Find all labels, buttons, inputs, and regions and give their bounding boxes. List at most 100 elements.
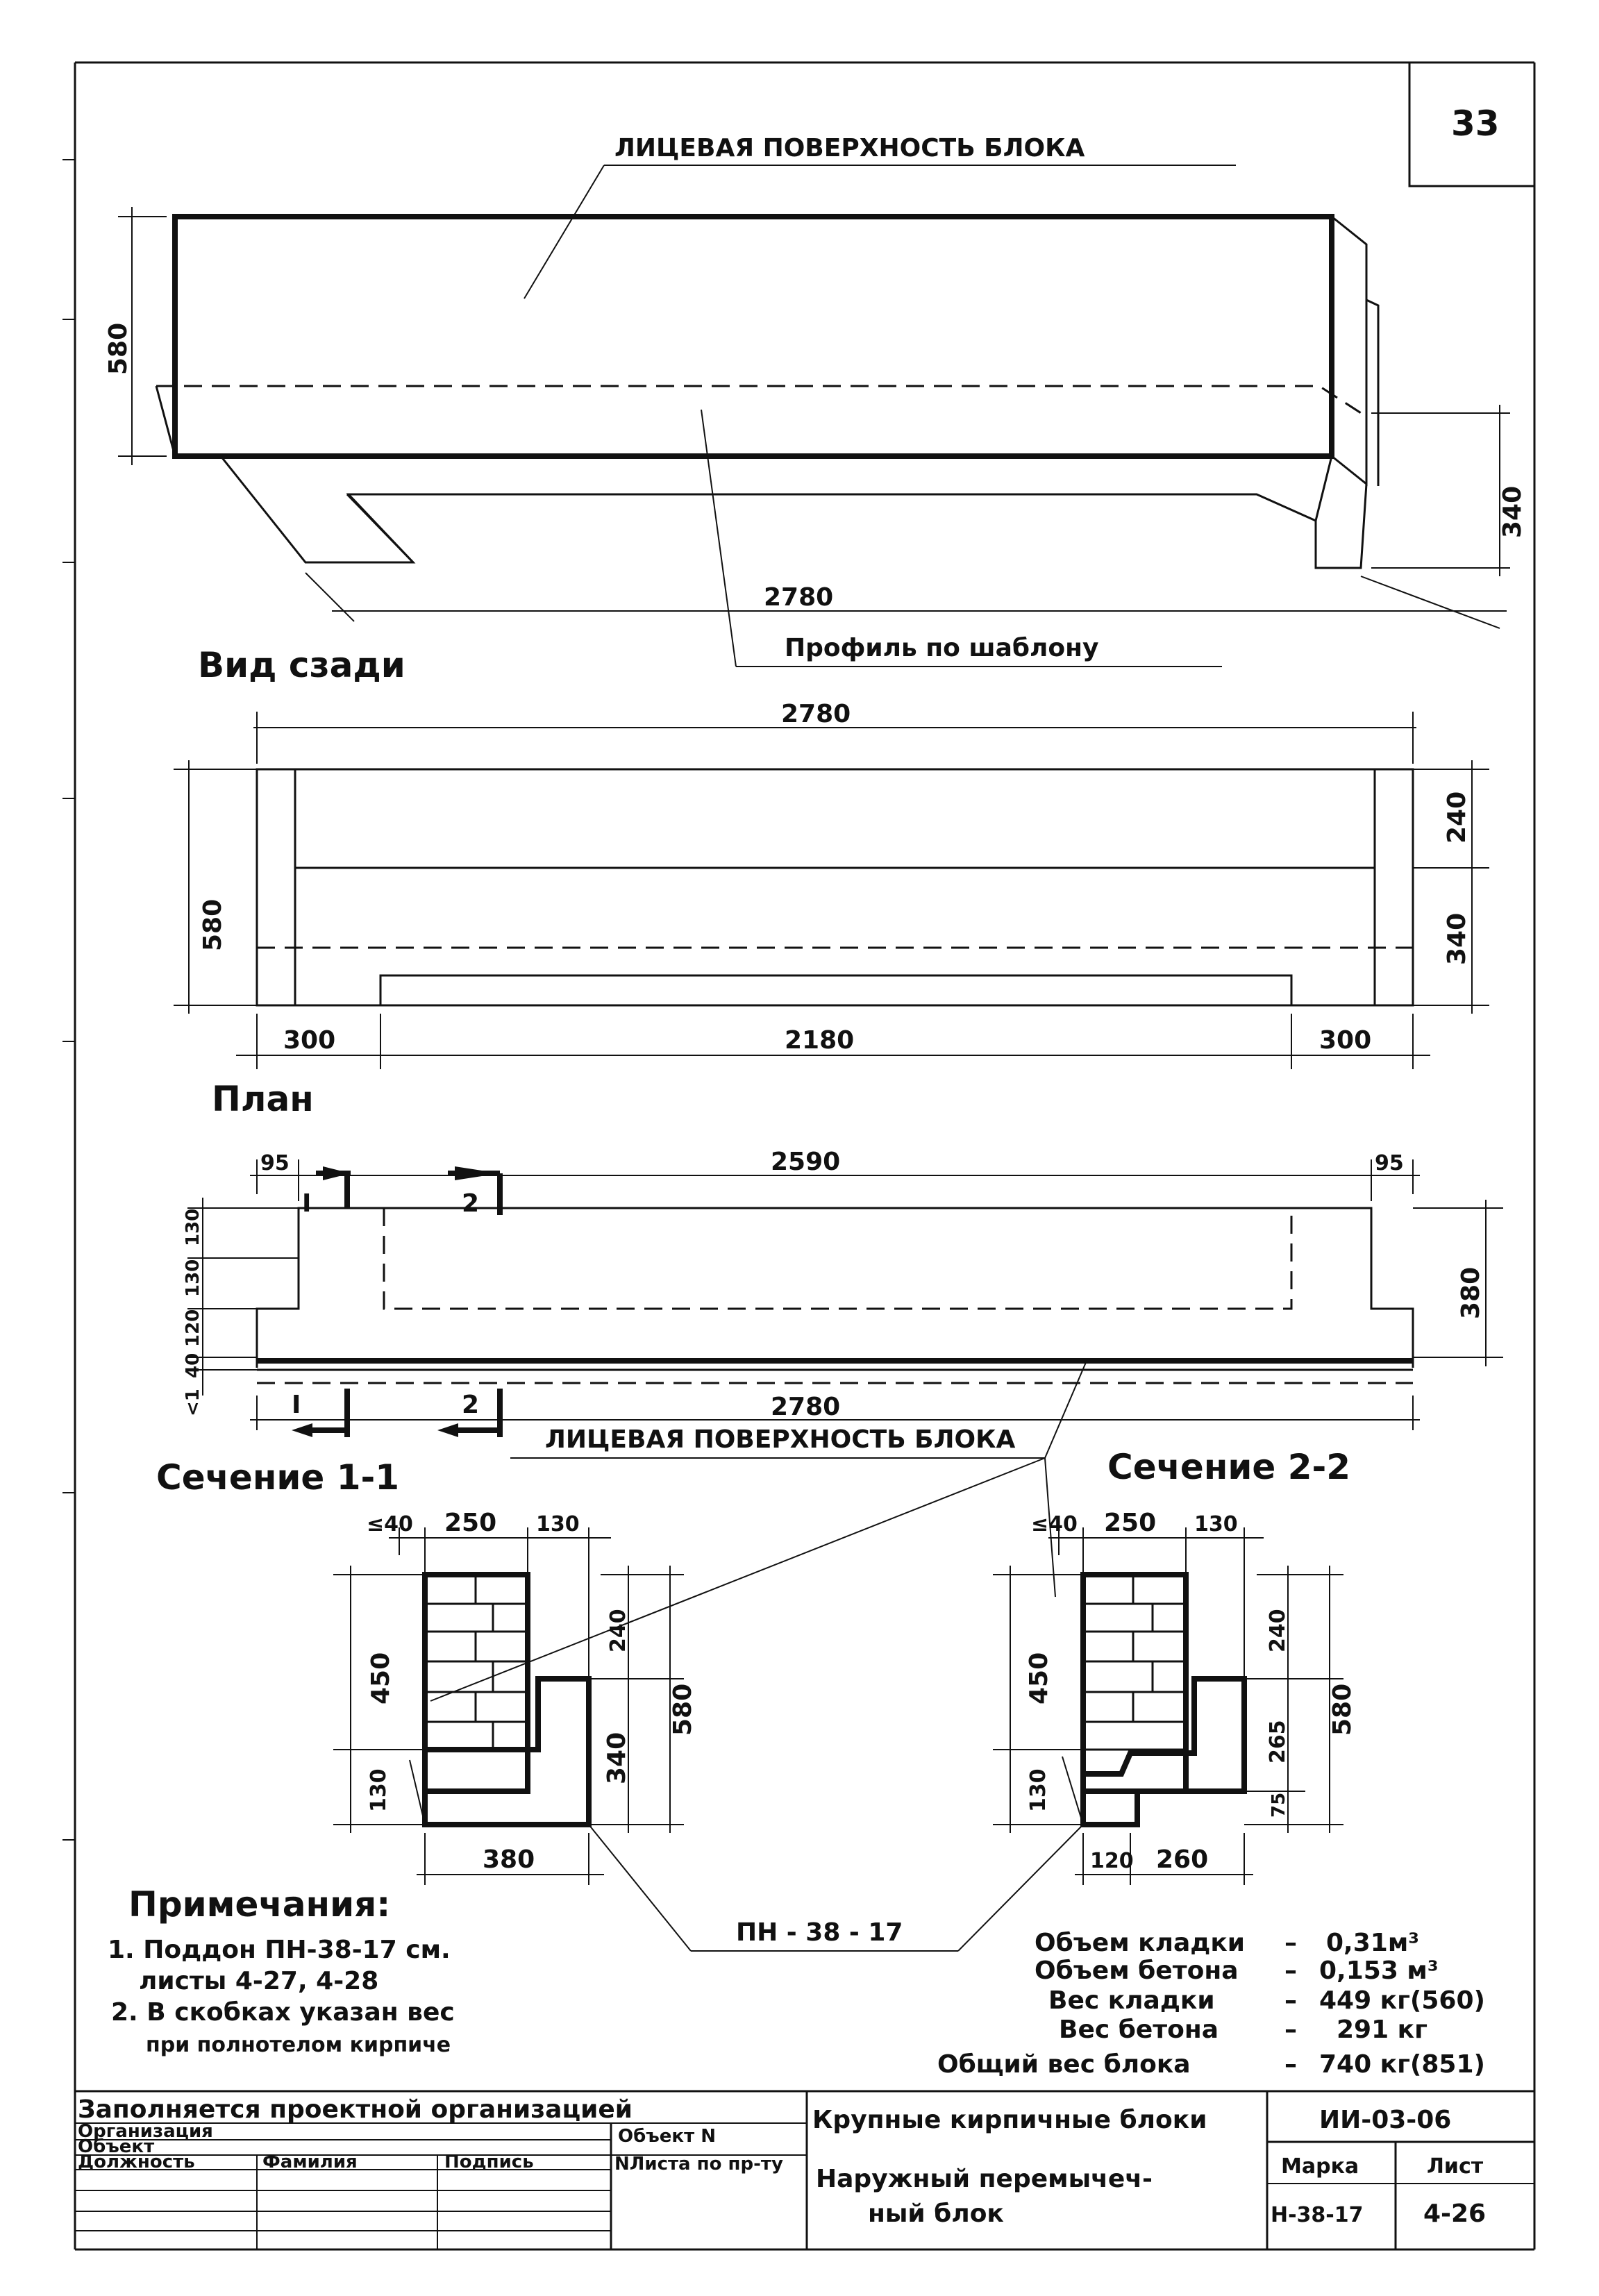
tb-sheet-label: Лист: [1427, 2154, 1484, 2179]
persp-dim-340: 340: [1498, 486, 1527, 538]
spec-dash: –: [1284, 2016, 1297, 2044]
plan-dim-40: 40: [183, 1353, 203, 1378]
s2-dim-130-top: 130: [1194, 1512, 1238, 1536]
plan-dim-130-b: 130: [183, 1259, 203, 1297]
rear-view: Вид сзади 2780 580 240 340 300 2180 300: [174, 645, 1489, 1069]
tb-sheet: 4-26: [1423, 2199, 1486, 2228]
face-surface-label: ЛИЦЕВАЯ ПОВЕРХНОСТЬ БЛОКА: [614, 134, 1085, 162]
spec-value: 0,31м³: [1326, 1929, 1419, 1957]
s1-dim-130-top: 130: [536, 1512, 580, 1536]
plan-cut-2-top: 2: [462, 1189, 479, 1218]
spec-dash: –: [1284, 2050, 1297, 2079]
s2-dim-265: 265: [1266, 1720, 1290, 1763]
title-block: Заполняется проектной организацией Орган…: [75, 2090, 1534, 2249]
rear-view-title: Вид сзади: [198, 645, 405, 685]
s2-dim-130-left: 130: [1026, 1768, 1050, 1812]
note-1-line-2: листы 4-27, 4-28: [139, 1967, 378, 1995]
rear-dim-340: 340: [1443, 913, 1471, 965]
plan-view: План 95 95 2590 I 2 130 130 120 40 <1: [183, 1079, 1503, 1459]
spec-dash: –: [1284, 1929, 1297, 1957]
persp-dim-580: 580: [104, 323, 133, 375]
notes: Примечания: 1. Поддон ПН-38-17 см. листы…: [108, 1884, 455, 2057]
s1-dim-240: 240: [606, 1609, 630, 1652]
tb-mark: Н-38-17: [1271, 2203, 1364, 2227]
plan-cut-2-bottom: 2: [462, 1391, 479, 1419]
plan-dim-380: 380: [1457, 1267, 1485, 1319]
spec-value: 740 кг(851): [1319, 2050, 1485, 2079]
tb-fill-by: Заполняется проектной организацией: [78, 2095, 633, 2124]
spec-value: 0,153 м³: [1319, 1956, 1439, 1985]
rear-dim-2180: 2180: [785, 1026, 854, 1055]
tb-object-no: Объект N: [618, 2126, 716, 2147]
spec-label: Объем бетона: [1035, 1956, 1238, 1985]
plan-title: План: [212, 1079, 314, 1119]
spec-dash: –: [1284, 1956, 1297, 1985]
tb-series: Крупные кирпичные блоки: [812, 2106, 1207, 2134]
s1-dim-130-left: 130: [367, 1768, 391, 1812]
face-leaders: [430, 1457, 1056, 1702]
tb-signature: Подпись: [444, 2152, 534, 2172]
s2-dim-260: 260: [1156, 1845, 1208, 1874]
s1-dim-le40: ≤40: [367, 1512, 413, 1536]
perspective-view: ЛИЦЕВАЯ ПОВЕРХНОСТЬ БЛОКА 580 340 2780 П…: [104, 134, 1527, 667]
note-1-line-1: 1. Поддон ПН-38-17 см.: [108, 1936, 451, 1964]
persp-dim-2780: 2780: [764, 583, 833, 612]
s2-dim-240: 240: [1266, 1609, 1290, 1652]
notes-title: Примечания:: [128, 1884, 390, 1925]
plan-dim-95-right: 95: [1375, 1151, 1404, 1175]
tb-sheet-no: NЛиста по пр-ту: [614, 2154, 783, 2175]
note-2-line-1: 2. В скобках указан вес: [111, 1998, 455, 2027]
s1-dim-450: 450: [367, 1652, 395, 1704]
tb-org: Организация: [78, 2121, 213, 2142]
s2-dim-250: 250: [1104, 1509, 1156, 1537]
plan-cut-1-bottom: I: [292, 1391, 301, 1419]
tb-surname: Фамилия: [262, 2152, 358, 2172]
s2-dim-le40: ≤40: [1031, 1512, 1078, 1536]
s1-dim-580: 580: [669, 1684, 697, 1736]
note-2-line-2: при полнотелом кирпиче: [146, 2033, 451, 2057]
rear-dim-300-left: 300: [283, 1026, 335, 1055]
s1-dim-340: 340: [603, 1732, 631, 1784]
section-1-1: Сечение 1-1 ≤40 250 130 450 130: [156, 1457, 697, 1885]
spec-label: Объем кладки: [1035, 1929, 1245, 1957]
spec-label: Вес бетона: [1059, 2016, 1219, 2044]
pallet-callout: ПН - 38 - 17: [588, 1824, 1084, 1952]
plan-dim-120: 120: [183, 1309, 203, 1347]
plan-dim-130-a: 130: [183, 1209, 203, 1246]
section-2-2: Сечение 2-2 ≤40 250 130 450 130: [993, 1447, 1357, 1885]
plan-dim-2780: 2780: [771, 1393, 840, 1421]
s1-dim-250: 250: [444, 1509, 496, 1537]
tb-position: Должность: [78, 2152, 195, 2172]
plan-face-label: ЛИЦЕВАЯ ПОВЕРХНОСТЬ БЛОКА: [545, 1425, 1016, 1454]
rear-dim-300-right: 300: [1319, 1026, 1371, 1055]
plan-cut-1-top: I: [302, 1189, 311, 1218]
tb-object: Объект: [78, 2136, 154, 2157]
tb-name-line-1: Наружный перемычеч-: [816, 2165, 1153, 2193]
plan-dim-le1: <1: [183, 1389, 203, 1416]
sheet-number: 33: [1451, 103, 1500, 144]
rear-dim-240: 240: [1443, 791, 1471, 844]
rear-dim-580: 580: [199, 899, 227, 951]
tb-name-line-2: ный блок: [868, 2199, 1004, 2228]
section-2-title: Сечение 2-2: [1107, 1447, 1350, 1487]
spec-label: Общий вес блока: [937, 2050, 1191, 2079]
rear-dim-2780: 2780: [781, 700, 851, 728]
s2-dim-120: 120: [1090, 1849, 1134, 1873]
spec-label: Вес кладки: [1048, 1986, 1215, 2015]
spec-value: 291 кг: [1337, 2016, 1428, 2044]
tb-mark-label: Марка: [1281, 2154, 1359, 2179]
spec-dash: –: [1284, 1986, 1297, 2015]
s2-dim-75: 75: [1269, 1793, 1289, 1818]
sheet-number-box: 33: [1408, 62, 1534, 187]
plan-dim-95-left: 95: [260, 1151, 290, 1175]
s1-dim-380: 380: [483, 1845, 535, 1874]
sheet-frame: [62, 61, 1536, 2251]
s2-dim-450: 450: [1025, 1652, 1053, 1704]
specs: Объем кладки – 0,31м³ Объем бетона – 0,1…: [937, 1929, 1485, 2079]
profile-label: Профиль по шаблону: [785, 634, 1098, 662]
tb-code: ИИ-03-06: [1319, 2106, 1451, 2134]
plan-dim-2590: 2590: [771, 1148, 840, 1176]
section-1-title: Сечение 1-1: [156, 1457, 399, 1498]
pallet-label: ПН - 38 - 17: [736, 1918, 903, 1947]
